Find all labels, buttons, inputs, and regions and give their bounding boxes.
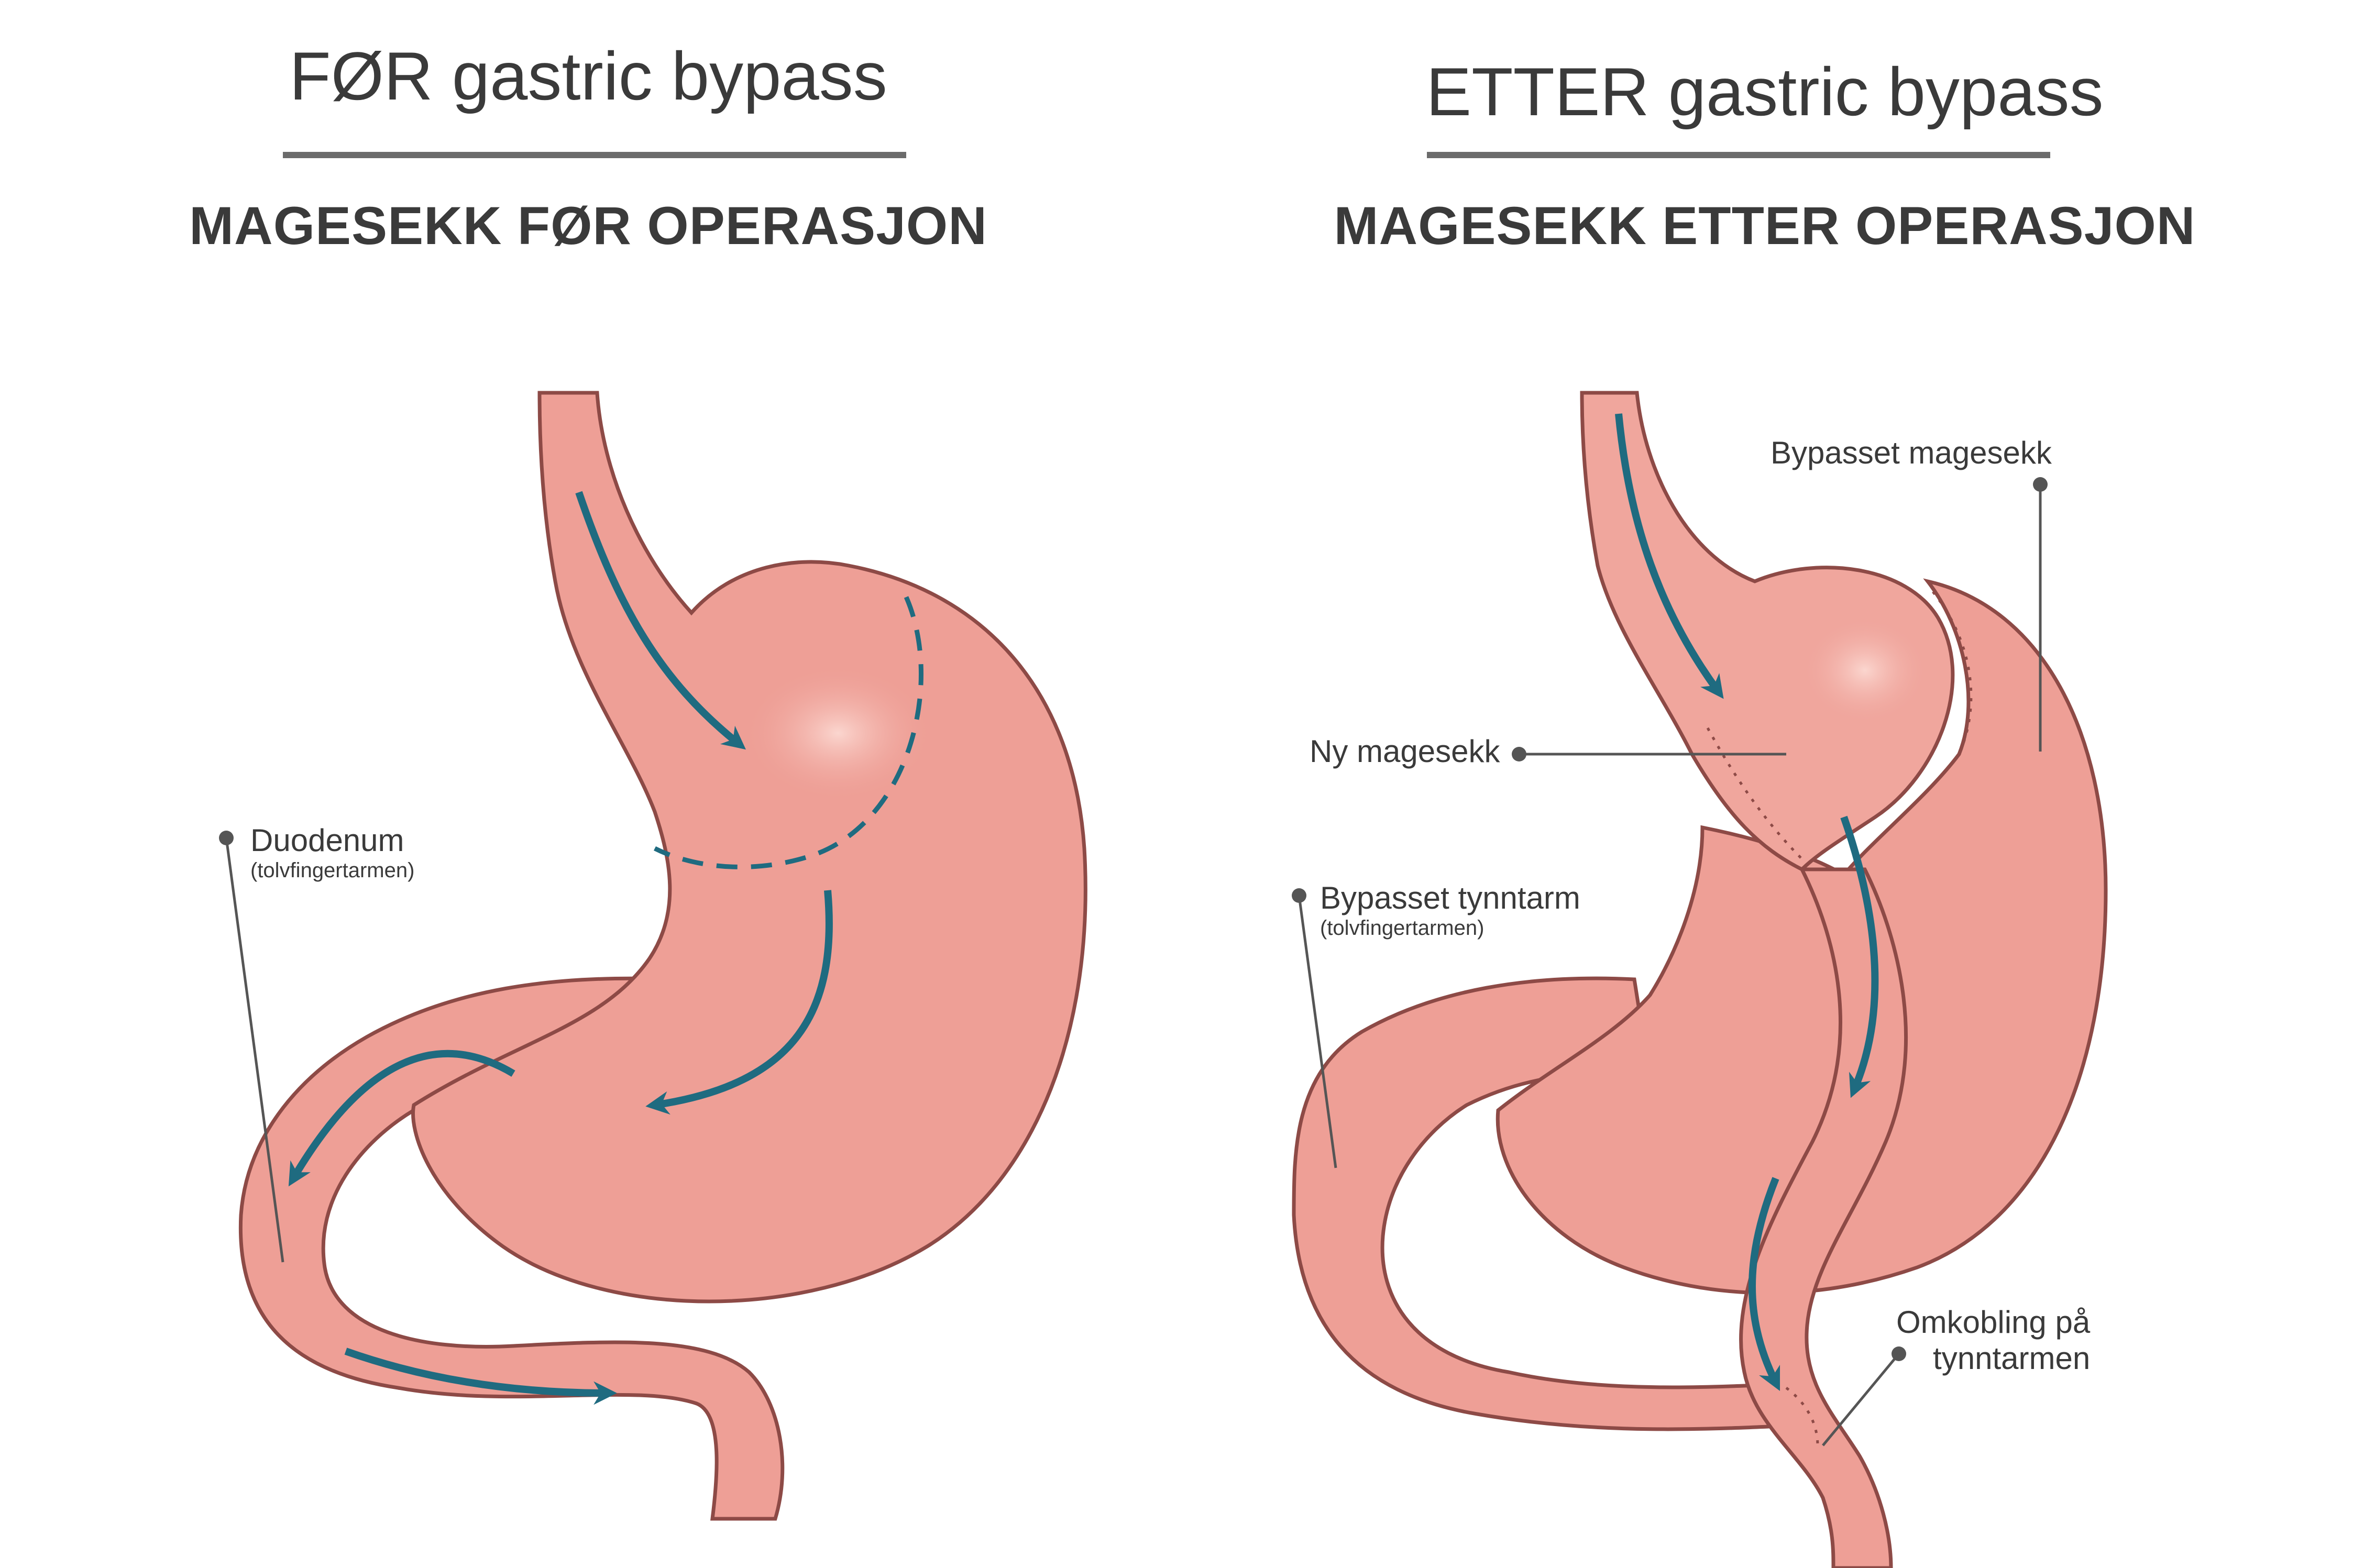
subtitle-before: MAGESEKK FØR OPERASJON	[189, 196, 987, 256]
stomach-after	[1292, 391, 2108, 1568]
panel-after: ETTER gastric bypass MAGESEKK ETTER OPER…	[1176, 0, 2353, 1568]
label-reconnection: Omkobling på tynntarmen	[1896, 1304, 2090, 1376]
title-divider-before	[283, 152, 906, 158]
new-stomach-pouch	[1580, 391, 1955, 872]
planned-cut-line	[653, 596, 923, 869]
label-bypassed-intestine: Bypasset tynntarm (tolvfingertarmen)	[1320, 880, 1580, 940]
bypassed-intestine-shape	[1292, 976, 1815, 1431]
flow-arrow-intestine	[344, 1348, 617, 1405]
label-duodenum-sub: (tolvfingertarmen)	[250, 859, 415, 882]
title-before: FØR gastric bypass	[289, 38, 887, 114]
subtitle-after: MAGESEKK ETTER OPERASJON	[1334, 196, 2196, 256]
panel-before: FØR gastric bypass MAGESEKK FØR OPERASJO…	[0, 0, 1176, 1568]
flow-arrow-stomach	[645, 890, 833, 1115]
label-reconnection-line2: tynntarmen	[1933, 1341, 2091, 1376]
duodenum-shape	[238, 976, 785, 1521]
flow-arrow-roux-upper	[1840, 815, 1879, 1098]
flow-arrow-roux-lower	[1749, 1177, 1780, 1392]
flow-arrow-esophagus-after	[1615, 413, 1724, 699]
label-bypassed-intestine-main: Bypasset tynntarm	[1320, 880, 1580, 915]
title-divider-after	[1427, 152, 2050, 158]
label-bypassed-intestine-sub: (tolvfingertarmen)	[1320, 916, 1485, 940]
bypassed-stomach-shape	[1496, 578, 2108, 1295]
stomach-before	[219, 391, 1087, 1521]
label-new-stomach: Ny magesekk	[1310, 734, 1500, 769]
title-after: ETTER gastric bypass	[1426, 53, 2104, 130]
flow-arrow-duodenum	[288, 1050, 515, 1187]
label-duodenum-main: Duodenum	[250, 823, 404, 858]
label-duodenum: Duodenum (tolvfingertarmen)	[250, 822, 414, 882]
flow-arrow-esophagus	[575, 491, 746, 750]
stomach-body-before	[411, 391, 1087, 1304]
label-bypassed-stomach: Bypasset magesekk	[1771, 435, 2052, 470]
label-reconnection-line1: Omkobling på	[1896, 1305, 2091, 1340]
